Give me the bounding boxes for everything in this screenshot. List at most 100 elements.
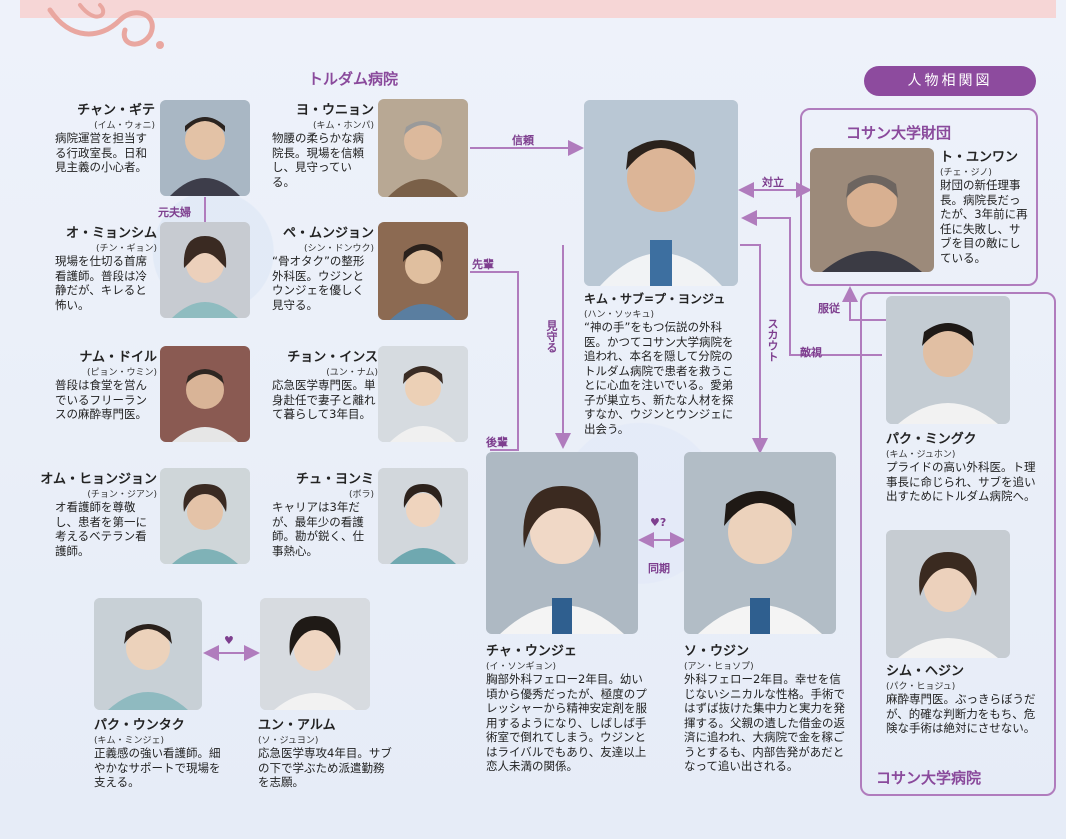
character-description: “骨オタク”の整形外科医。ウジンとウンジェを優しく見守る。 bbox=[272, 254, 365, 312]
character-description: 応急医学専攻4年目。サブの下で学ぶため派遣勤務を志願。 bbox=[258, 746, 392, 789]
kosan-hospital-frame bbox=[860, 292, 1056, 796]
group-title-zaidan: コサン大学財団 bbox=[846, 124, 952, 142]
character-description: 普段は食堂を営んでいるフリーランスの麻酔専門医。 bbox=[55, 378, 147, 421]
character-description: 病院運営を担当する行政室長。日和見主義の小心者。 bbox=[55, 131, 147, 174]
character-description: 応急医学専門医。単身赴任で妻子と離れて暮らして3年目。 bbox=[272, 378, 376, 421]
photo-euntak bbox=[94, 598, 202, 710]
photo-teacher bbox=[584, 100, 738, 286]
group-title-kosan-hospital: コサン大学病院 bbox=[876, 769, 982, 787]
photo-unchan bbox=[378, 99, 468, 197]
character-euntak: パク・ウンタク (キム・ミンジェ) 正義感の強い看護師。細やかなサポートで現場を… bbox=[94, 714, 224, 790]
character-actor: (ハン・ソッキュ) bbox=[584, 310, 655, 320]
photo-doil bbox=[160, 346, 250, 442]
character-name: パク・ウンタク bbox=[94, 718, 185, 733]
character-name: チョン・インス bbox=[287, 350, 378, 365]
photo-areum bbox=[260, 598, 370, 710]
top-decoration-band bbox=[20, 0, 1056, 18]
character-description: 胸部外科フェロー2年目。幼い頃から優秀だったが、極度のプレッシャーから精神安定剤… bbox=[486, 672, 647, 773]
character-name: ユン・アルム bbox=[258, 718, 336, 733]
photo-yunwan bbox=[810, 148, 934, 272]
character-description: オ看護師を尊敬し、患者を第一に考えるベテラン看護師。 bbox=[55, 500, 147, 558]
character-name: シム・ヘジン bbox=[886, 664, 965, 679]
character-gite: チャン・ギテ (イム・ウォニ) 病院運営を担当する行政室長。日和見主義の小心者。 bbox=[55, 99, 155, 175]
relation-label-motofufu: 元夫婦 bbox=[158, 206, 191, 219]
character-actor: (キム・ジュホン) bbox=[886, 450, 956, 460]
character-actor: (チョン・ジアン) bbox=[87, 490, 157, 500]
relation-label-fukuju: 服従 bbox=[818, 302, 840, 315]
character-name: チュ・ヨンミ bbox=[295, 472, 374, 487]
relation-label-tekishi: 敵視 bbox=[800, 346, 822, 359]
character-description: 物腰の柔らかな病院長。現場を信頼し、見守っている。 bbox=[272, 131, 364, 189]
photo-hyejin bbox=[886, 530, 1010, 658]
character-actor: (チェ・ジノ) bbox=[940, 168, 992, 178]
character-actor: (イム・ウォニ) bbox=[94, 121, 155, 131]
character-actor: (キム・ミンジェ) bbox=[94, 736, 165, 746]
character-name: ト・ユンワン bbox=[940, 150, 1019, 165]
photo-munjeong bbox=[378, 222, 468, 320]
relation-label-heart: ♥ bbox=[224, 634, 234, 647]
character-description: “神の手”をもつ伝説の外科医。かつてコサン大学病院を追われ、本名を隠して分院のト… bbox=[584, 320, 734, 436]
character-myeongsim: オ・ミョンシム (チン・ギョン) 現場を仕切る首席看護師。普段は冷静だが、キレる… bbox=[55, 222, 157, 312]
photo-inseu bbox=[378, 346, 468, 442]
character-description: キャリアは3年だが、最年少の看護師。勘が鋭く、仕事熱心。 bbox=[272, 500, 364, 558]
character-actor: (パク・ヒョジュ) bbox=[886, 682, 956, 692]
character-inseu: チョン・インス (ユン・ナム) 応急医学専門医。単身赴任で妻子と離れて暮らして3… bbox=[272, 346, 378, 422]
character-name: パク・ミングク bbox=[886, 432, 977, 447]
photo-mingguk bbox=[886, 296, 1010, 424]
character-actor: (ソ・ジュヨン) bbox=[258, 736, 319, 746]
character-woojin: ソ・ウジン (アン・ヒョソプ) 外科フェロー2年目。幸せを信じないシニカルな性格… bbox=[684, 640, 850, 774]
character-unchan: ヨ・ウニョン (キム・ホンパ) 物腰の柔らかな病院長。現場を信頼し、見守っている… bbox=[272, 99, 374, 189]
zaidan-frame bbox=[800, 108, 1038, 286]
relation-label-scout: スカウト bbox=[766, 318, 779, 362]
character-description: 麻酔専門医。ぶっきらぼうだが、的確な判断力をもち、危険な手術は絶対にさせない。 bbox=[886, 692, 1036, 735]
character-description: 財団の新任理事長。病院長だったが、3年前に再任に失敗し、サブを目の敵にしている。 bbox=[940, 178, 1028, 265]
character-name: キム・サブ=プ・ヨンジュ bbox=[584, 292, 726, 306]
relation-label-senpai: 先輩 bbox=[472, 258, 494, 271]
character-mingguk: パク・ミングク (キム・ジュホン) プライドの高い外科医。ト理事長に命じられ、サ… bbox=[886, 428, 1046, 504]
character-hyeonjeong: オム・ヒョンジョン (チョン・ジアン) オ看護師を尊敬し、患者を第一に考えるベテ… bbox=[40, 468, 157, 558]
character-name: チャン・ギテ bbox=[77, 103, 155, 118]
relation-label-mamoru: 見守る bbox=[545, 320, 558, 353]
relation-label-shinrai: 信頼 bbox=[512, 134, 534, 147]
photo-myeongsim bbox=[160, 222, 250, 318]
character-actor: (イ・ソンギョン) bbox=[486, 662, 557, 672]
character-description: 現場を仕切る首席看護師。普段は冷静だが、キレると怖い。 bbox=[55, 254, 147, 312]
photo-eunjae bbox=[486, 452, 638, 634]
relation-label-heart-question: ♥? bbox=[650, 516, 667, 529]
character-teacher: キム・サブ=プ・ヨンジュ (ハン・ソッキュ) “神の手”をもつ伝説の外科医。かつ… bbox=[584, 290, 744, 436]
character-name: ヨ・ウニョン bbox=[295, 103, 374, 118]
floral-ornament bbox=[47, 3, 164, 49]
group-title-toldam: トルダム病院 bbox=[308, 70, 399, 88]
relation-label-kohai: 後輩 bbox=[486, 436, 508, 449]
character-actor: (チン・ギョン) bbox=[95, 244, 157, 254]
character-name: チャ・ウンジェ bbox=[486, 644, 577, 659]
photo-woojin bbox=[684, 452, 836, 634]
character-yunwan: ト・ユンワン (チェ・ジノ) 財団の新任理事長。病院長だったが、3年前に再任に失… bbox=[940, 146, 1030, 265]
character-name: オ・ミョンシム bbox=[65, 226, 157, 241]
character-description: プライドの高い外科医。ト理事長に命じられ、サブを追い出すためにトルダム病院へ。 bbox=[886, 460, 1036, 503]
character-name: ペ・ムンジョン bbox=[282, 226, 374, 241]
character-eunjae: チャ・ウンジェ (イ・ソンギョン) 胸部外科フェロー2年目。幼い頃から優秀だった… bbox=[486, 640, 654, 774]
diagram-title-badge: 人物相関図 bbox=[864, 66, 1036, 96]
character-name: オム・ヒョンジョン bbox=[40, 472, 157, 487]
relation-label-tairitsu: 対立 bbox=[762, 176, 784, 189]
character-actor: (シン・ドンウク) bbox=[303, 244, 374, 254]
character-description: 外科フェロー2年目。幸せを信じないシニカルな性格。手術ではずば抜けた集中力と実力… bbox=[684, 672, 845, 773]
character-areum: ユン・アルム (ソ・ジュヨン) 応急医学専攻4年目。サブの下で学ぶため派遣勤務を… bbox=[258, 714, 394, 790]
relation-label-doki: 同期 bbox=[648, 562, 670, 575]
character-name: ソ・ウジン bbox=[684, 644, 750, 659]
photo-gite bbox=[160, 100, 250, 196]
photo-yeonmi bbox=[378, 468, 468, 564]
character-actor: (ピョン・ウミン) bbox=[86, 368, 157, 378]
character-actor: (ユン・ナム) bbox=[326, 368, 378, 378]
character-munjeong: ペ・ムンジョン (シン・ドンウク) “骨オタク”の整形外科医。ウジンとウンジェを… bbox=[272, 222, 374, 312]
character-actor: (キム・ホンパ) bbox=[312, 121, 374, 131]
character-hyejin: シム・ヘジン (パク・ヒョジュ) 麻酔専門医。ぶっきらぼうだが、的確な判断力をも… bbox=[886, 660, 1046, 736]
photo-hyeonjeong bbox=[160, 468, 250, 564]
character-name: ナム・ドイル bbox=[79, 350, 157, 365]
character-actor: (アン・ヒョソプ) bbox=[684, 662, 754, 672]
character-description: 正義感の強い看護師。細やかなサポートで現場を支える。 bbox=[94, 746, 221, 789]
character-yeonmi: チュ・ヨンミ (ボラ) キャリアは3年だが、最年少の看護師。勘が鋭く、仕事熱心。 bbox=[272, 468, 374, 558]
